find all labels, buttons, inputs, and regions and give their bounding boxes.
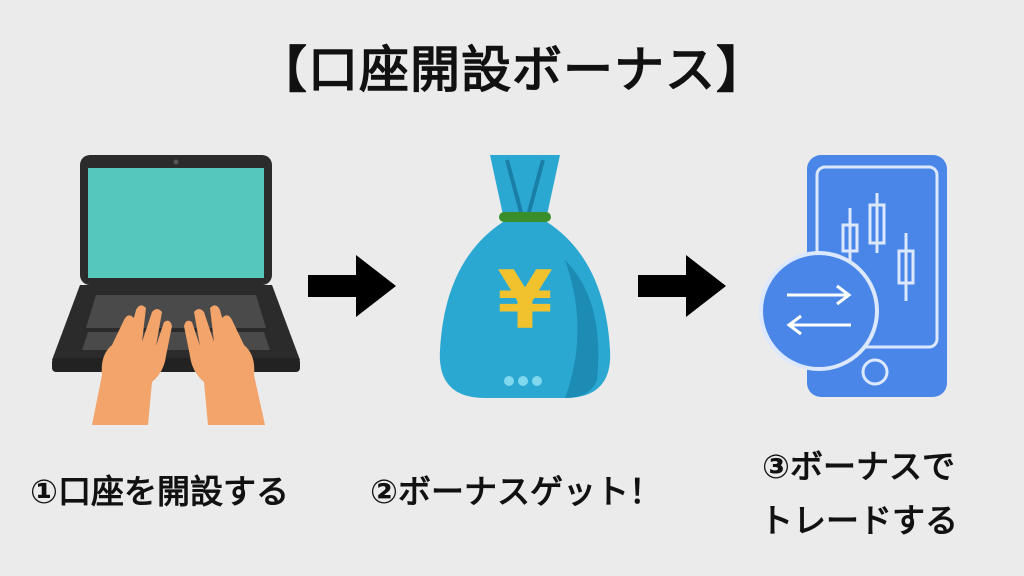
page-title: 【口座開設ボーナス】 [257, 41, 767, 99]
yen-symbol: ¥ [497, 254, 553, 347]
arrow-right-icon [638, 255, 726, 317]
step-3-caption-line2: トレードする [760, 501, 958, 540]
laptop-typing-icon [52, 155, 300, 425]
yen-money-bag-icon: ¥ [439, 155, 611, 398]
arrow-right-icon [308, 255, 396, 317]
step-2-caption: ②ボーナスゲット！ [370, 472, 662, 511]
step-1-caption: ①口座を開設する [30, 472, 289, 511]
phone-trading-chart-icon [759, 155, 947, 397]
step-3-caption-line1: ③ボーナスで [762, 447, 955, 486]
